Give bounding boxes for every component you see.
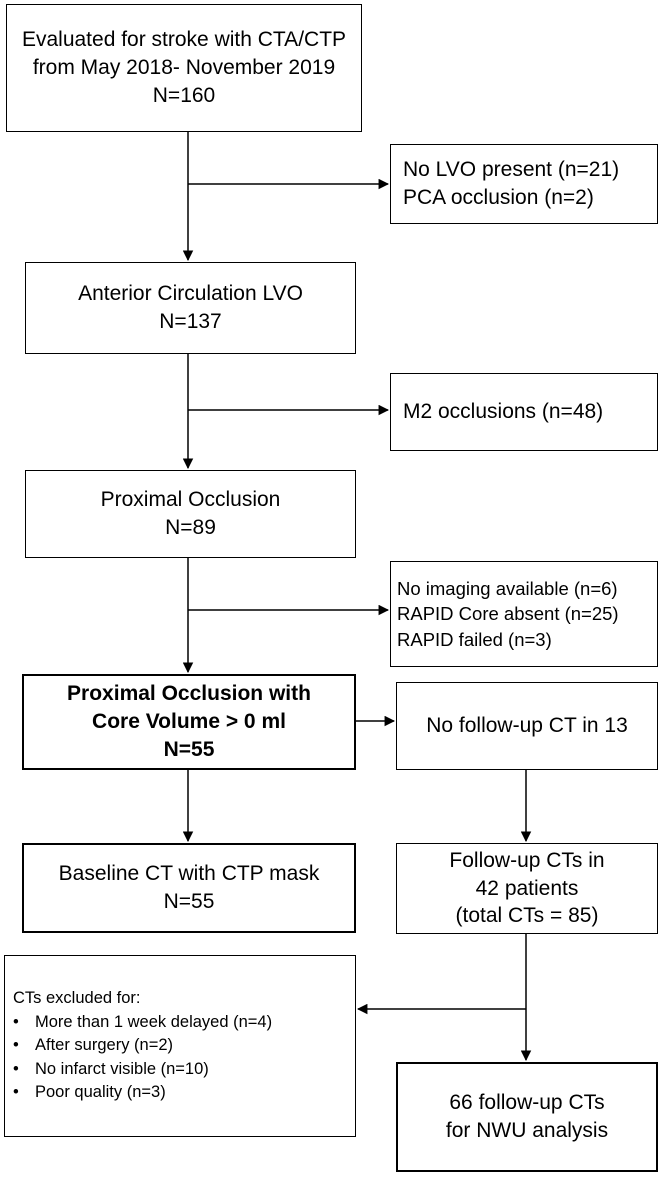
list-item: • No infarct visible (n=10) (13, 1058, 272, 1081)
excluded-m2-box: M2 occlusions (n=48) (390, 373, 658, 451)
excluded-lvo-box: No LVO present (n=21) PCA occlusion (n=2… (390, 144, 658, 224)
baseline-line-1: Baseline CT with CTP mask (58, 862, 320, 886)
evaluated-line-1: Evaluated for stroke with CTA/CTP (21, 28, 347, 52)
list-item: • Poor quality (n=3) (13, 1081, 272, 1104)
no-followup-box: No follow-up CT in 13 (396, 682, 658, 770)
core-line-3: N=55 (163, 737, 215, 761)
excluded-cts-list: • More than 1 week delayed (n=4) • After s… (13, 1011, 272, 1105)
final-line-2: for NWU analysis (445, 1119, 609, 1142)
excluded-cts-box: CTs excluded for: • More than 1 week dela… (4, 955, 356, 1137)
evaluated-line-3: N=160 (152, 83, 216, 107)
excl-m2-line-1: M2 occlusions (n=48) (403, 400, 604, 424)
excluded-item-delayed: More than 1 week delayed (n=4) (35, 1012, 273, 1031)
core-line-1: Proximal Occlusion with (67, 682, 311, 706)
bullet: • (13, 1036, 19, 1055)
proximal-box: Proximal Occlusion N=89 (25, 470, 356, 558)
excl-lvo-line-2: PCA occlusion (n=2) (403, 186, 594, 209)
excluded-rapid-box: No imaging available (n=6) RAPID Core ab… (390, 561, 658, 667)
excluded-item-no-infarct: No infarct visible (n=10) (35, 1059, 209, 1078)
list-item: • After surgery (n=2) (13, 1034, 272, 1057)
excl-rapid-line-1: No imaging available (n=6) (397, 577, 618, 599)
proximal-line-2: N=89 (165, 516, 216, 539)
followup-line-2: 42 patients (475, 876, 579, 900)
baseline-box: Baseline CT with CTP mask N=55 (22, 843, 356, 933)
bullet: • (13, 1012, 19, 1031)
anterior-line-2: N=137 (159, 310, 222, 333)
no-followup-line-1: No follow-up CT in 13 (426, 714, 628, 738)
followup-line-3: (total CTs = 85) (455, 904, 599, 928)
final-box: 66 follow-up CTs for NWU analysis (396, 1062, 658, 1172)
excluded-item-poor-quality: Poor quality (n=3) (35, 1083, 166, 1102)
list-item: • More than 1 week delayed (n=4) (13, 1011, 272, 1034)
baseline-line-2: N=55 (163, 890, 215, 913)
core-volume-box: Proximal Occlusion with Core Volume > 0 … (22, 674, 356, 770)
excl-rapid-line-2: RAPID Core absent (n=25) (397, 603, 619, 625)
bullet: • (13, 1059, 19, 1078)
excluded-item-surgery: After surgery (n=2) (35, 1036, 174, 1055)
anterior-box: Anterior Circulation LVO N=137 (25, 262, 356, 354)
evaluated-box: Evaluated for stroke with CTA/CTP from M… (6, 4, 362, 132)
evaluated-line-2: from May 2018- November 2019 (32, 56, 336, 80)
proximal-line-1: Proximal Occlusion (100, 488, 281, 512)
excluded-cts-title: CTs excluded for: (13, 989, 141, 1008)
followup-box: Follow-up CTs in 42 patients (total CTs … (396, 843, 658, 934)
core-line-2: Core Volume > 0 ml (92, 710, 286, 734)
final-line-1: 66 follow-up CTs (449, 1091, 605, 1115)
bullet: • (13, 1083, 19, 1102)
excl-rapid-line-3: RAPID failed (n=3) (397, 628, 552, 650)
excl-lvo-line-1: No LVO present (n=21) (403, 158, 620, 182)
anterior-line-1: Anterior Circulation LVO (78, 282, 303, 306)
followup-line-1: Follow-up CTs in (449, 848, 605, 872)
